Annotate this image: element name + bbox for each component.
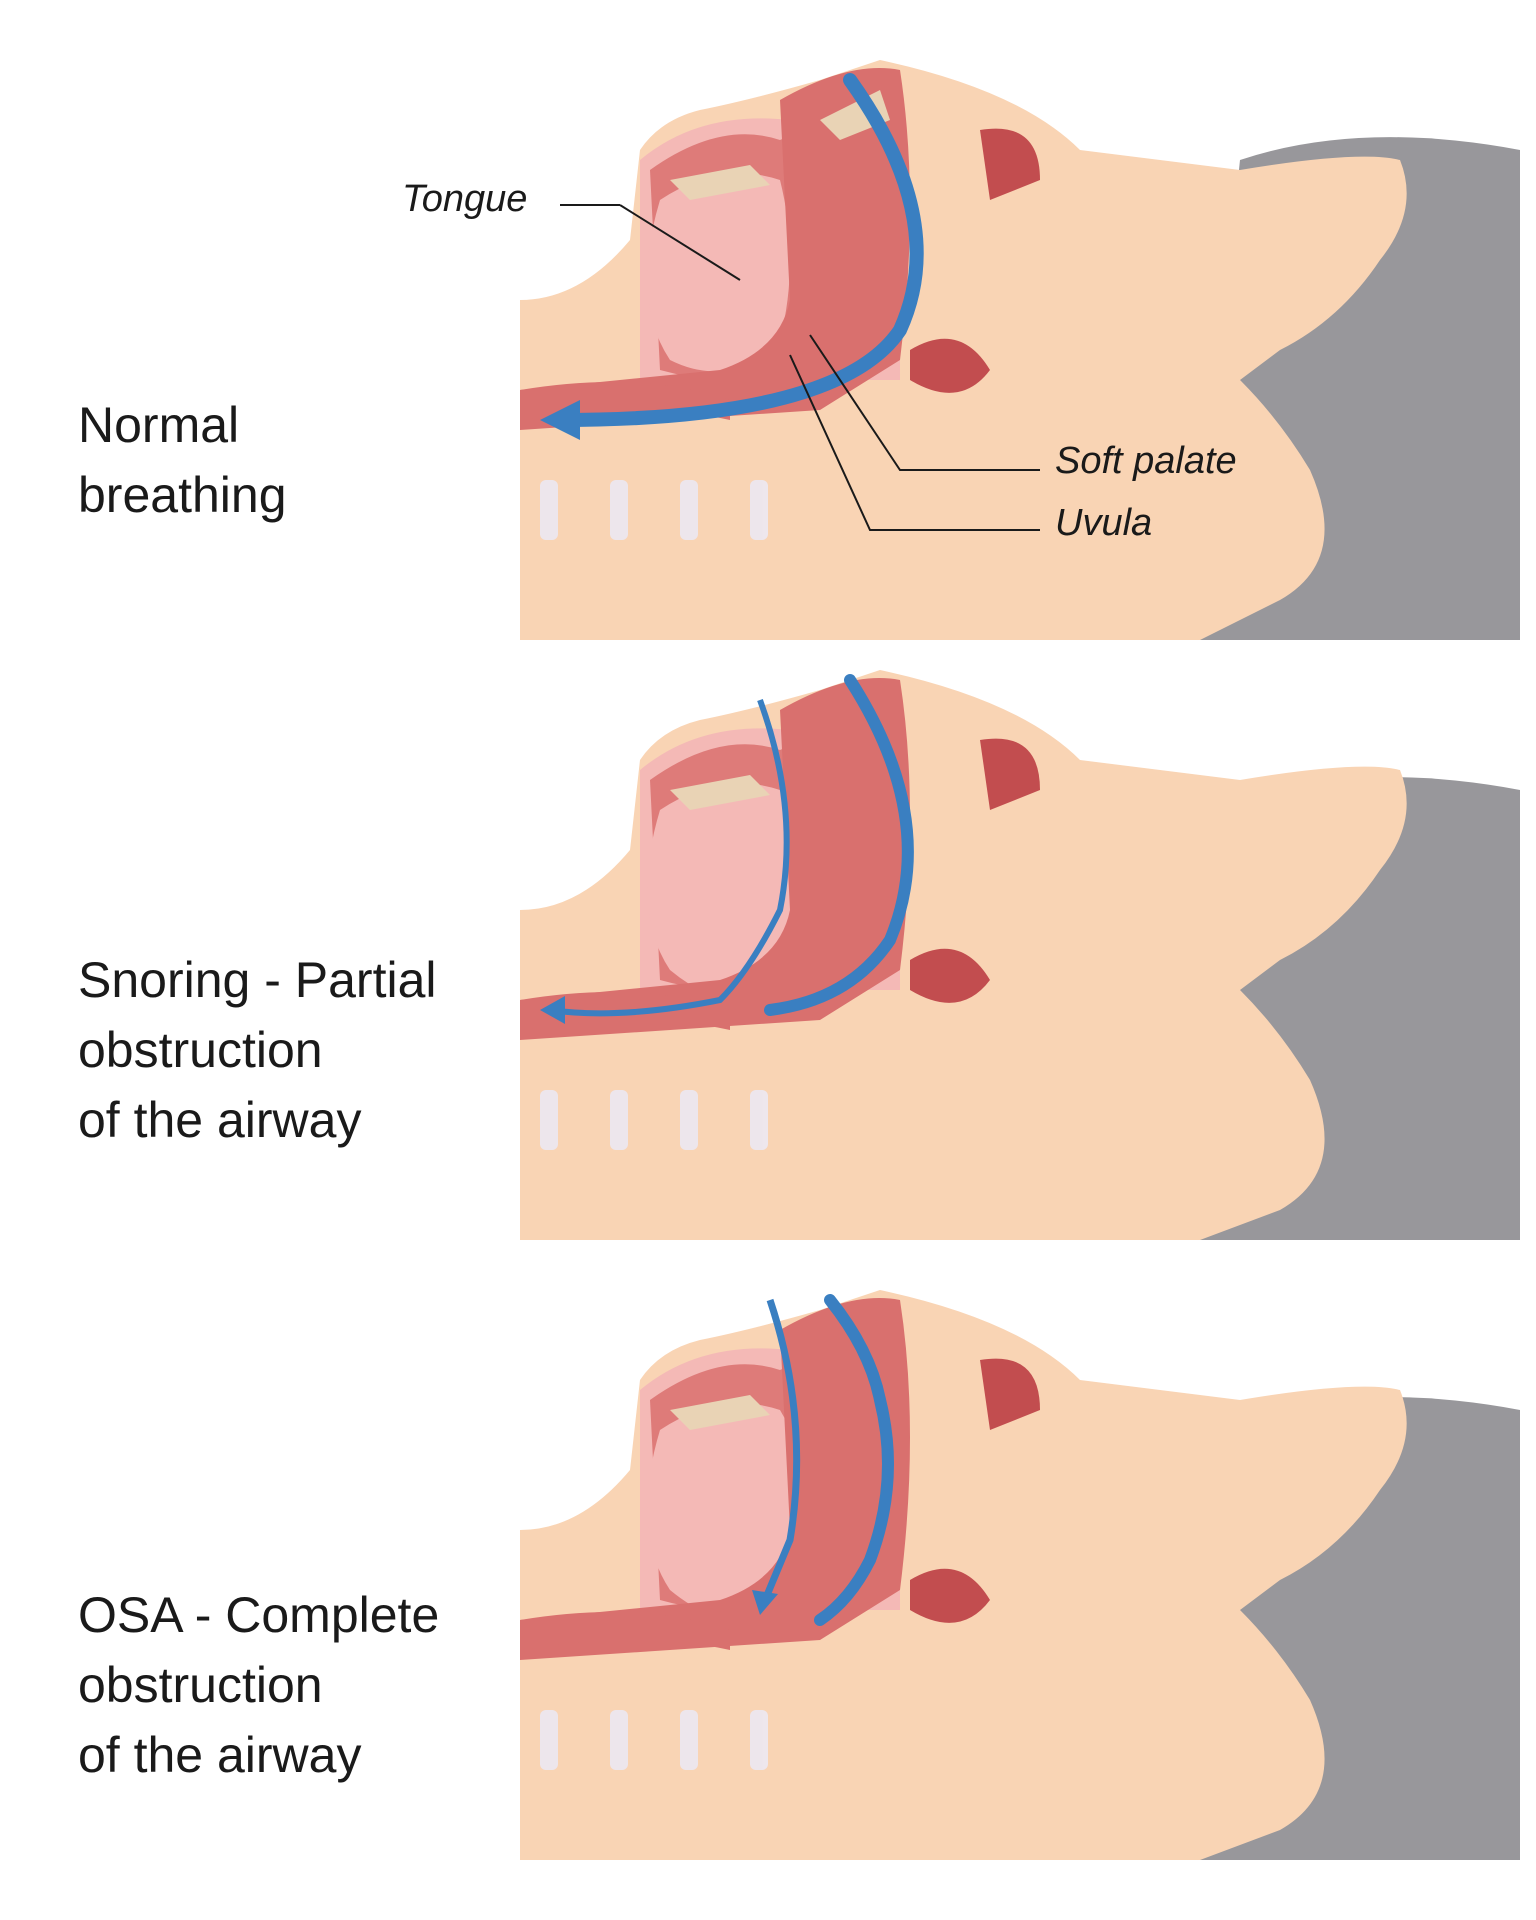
leader-uvula: [789, 354, 1040, 531]
label-soft-palate: Soft palate: [1055, 440, 1237, 482]
pharynx: [520, 1298, 910, 1660]
tongue: [647, 173, 790, 372]
vertebrae: [540, 1090, 768, 1150]
illustration-snoring: [520, 670, 1520, 1240]
airflow-nose: [764, 674, 914, 1016]
palate-bone: [670, 165, 770, 200]
leader-soft-palate: [809, 334, 1040, 471]
airflow-mouth-arrowhead: [752, 1590, 778, 1615]
airflow-arrowhead: [540, 996, 565, 1024]
palate-bone: [670, 775, 770, 810]
panel-label-snoring: Snoring - Partial obstruction of the air…: [78, 952, 437, 1148]
nose-cartilage: [980, 738, 1040, 810]
head-anatomy: [520, 1290, 1520, 1860]
trachea: [520, 1612, 730, 1650]
airflow-nose: [814, 1294, 894, 1626]
leader-tongue-bend: [619, 204, 741, 281]
nose-cartilage: [980, 1358, 1040, 1430]
pharynx: [520, 678, 910, 1040]
nose-cartilage: [980, 128, 1040, 200]
airflow-arrow: [553, 73, 924, 427]
panel-osa: OSA - Complete obstruction of the airway: [0, 1280, 1536, 1920]
ear-cartilage: [910, 948, 990, 1003]
panel-label-normal: Normal breathing: [78, 397, 287, 523]
head-anatomy: [520, 60, 1520, 640]
airflow-arrowhead: [540, 400, 580, 440]
airflow-mouth: [549, 698, 790, 1017]
head-anatomy: [520, 670, 1520, 1240]
airflow-mouth: [761, 1298, 801, 1602]
panel-label-osa: OSA - Complete obstruction of the airway: [78, 1587, 440, 1783]
illustration-osa: [520, 1290, 1520, 1860]
label-uvula: Uvula: [1055, 502, 1153, 544]
label-tongue: Tongue: [402, 178, 528, 220]
panel-snoring: Snoring - Partial obstruction of the air…: [0, 640, 1536, 1280]
panel-normal-breathing: Normal breathing: [0, 0, 1536, 640]
vertebrae: [540, 1710, 768, 1770]
ear-cartilage: [910, 338, 990, 393]
vertebrae: [540, 480, 768, 540]
tongue: [647, 783, 803, 1002]
illustration-normal: [520, 60, 1520, 640]
palate-bone: [670, 1395, 770, 1430]
ear-cartilage: [910, 1568, 990, 1623]
